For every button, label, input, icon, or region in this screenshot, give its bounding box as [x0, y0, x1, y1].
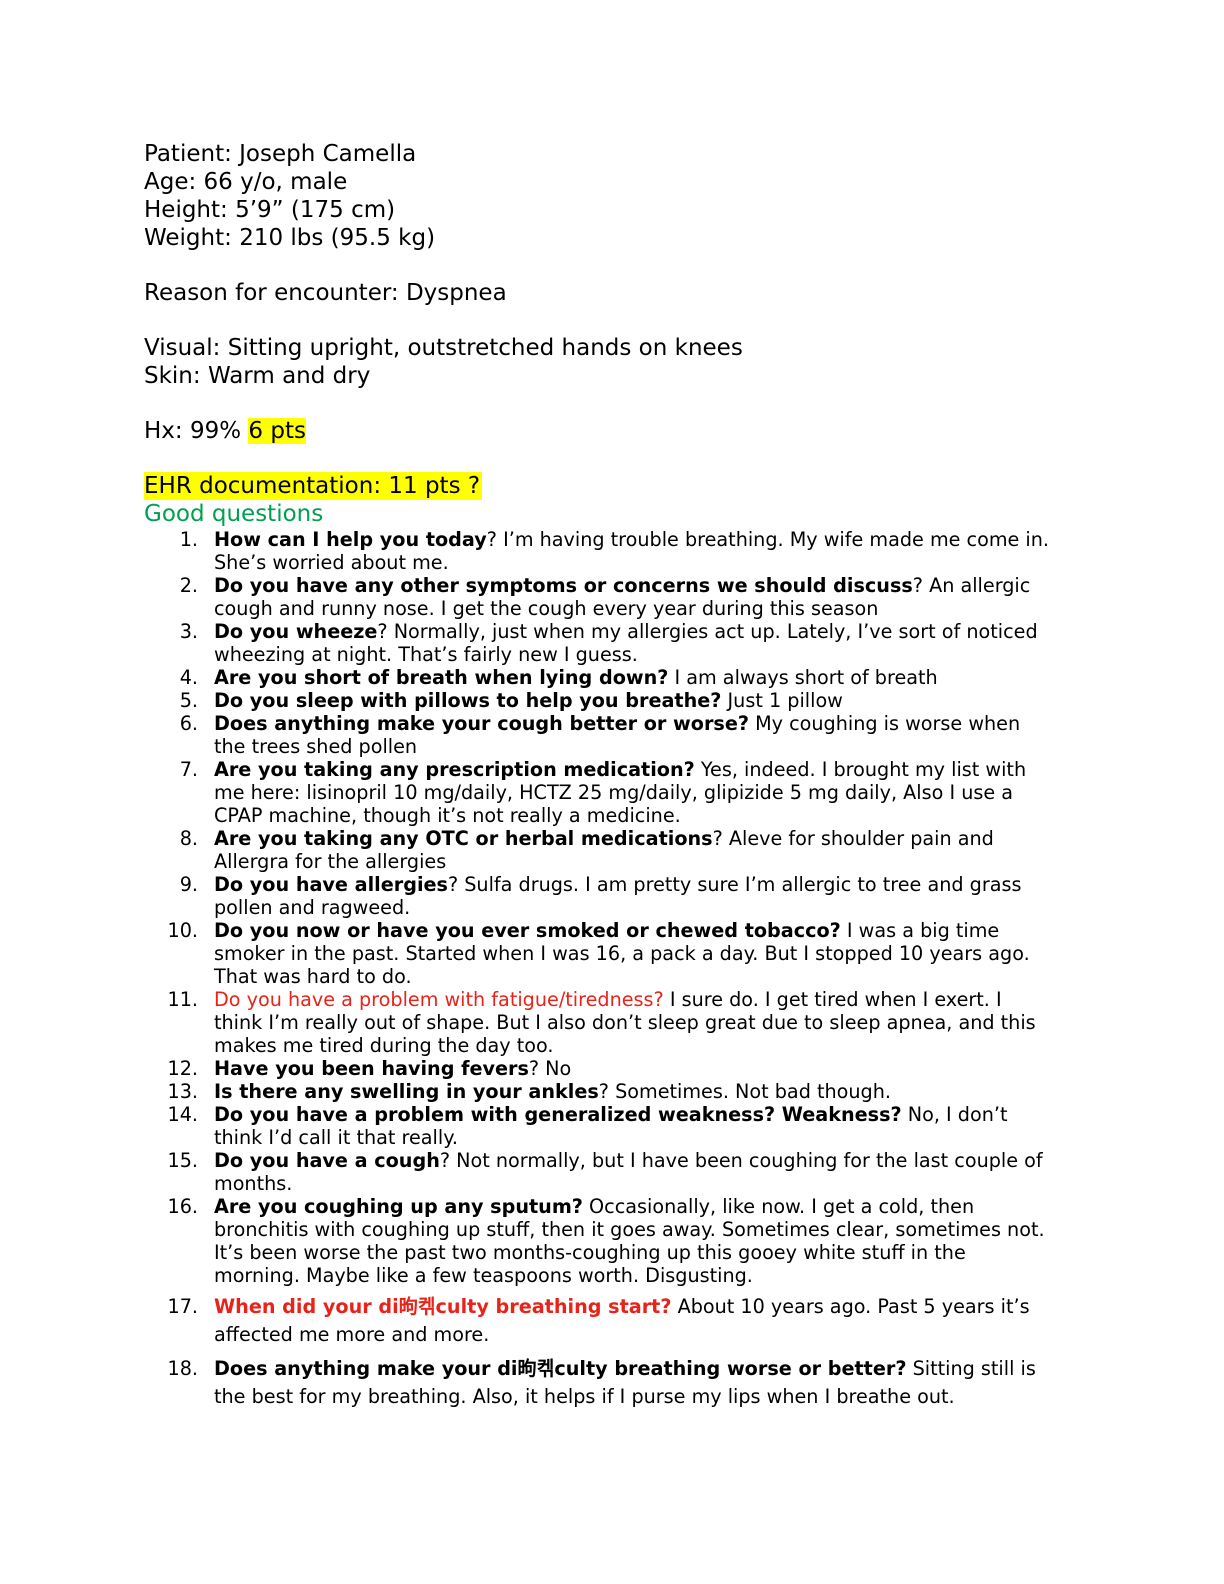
list-item: 10.Do you now or have you ever smoked or… — [167, 919, 1030, 988]
list-item: 15.Do you have a cough? Not normally, bu… — [167, 1149, 1043, 1195]
skin-observation: Skin: Warm and dry — [144, 363, 371, 389]
list-item: 5.Do you sleep with pillows to help you … — [179, 689, 843, 712]
question-list: 1.How can I help you today? I’m having t… — [144, 528, 1054, 1411]
list-item: 14.Do you have a problem with generalize… — [167, 1103, 1008, 1149]
reason-for-encounter: Reason for encounter: Dyspnea — [144, 280, 507, 306]
list-item: 4.Are you short of breath when lying dow… — [179, 666, 938, 689]
list-item: 16.Are you coughing up any sputum? Occas… — [167, 1195, 1045, 1287]
good-questions-heading: Good questions — [144, 501, 324, 527]
list-item: 13.Is there any swelling in your ankles?… — [167, 1080, 891, 1103]
list-item: 7.Are you taking any prescription medica… — [179, 758, 1027, 827]
list-item: 6.Does anything make your cough better o… — [179, 712, 1021, 758]
document-page: Patient: Joseph Camella Age: 66 y/o, mal… — [144, 140, 1054, 1411]
visual-observation: Visual: Sitting upright, outstretched ha… — [144, 335, 743, 361]
hx-label: Hx: 99% — [144, 418, 249, 444]
hx-points: 6 pts — [248, 418, 306, 444]
list-item: 9.Do you have allergies? Sulfa drugs. I … — [179, 873, 1022, 919]
list-item: 12.Have you been having fevers? No — [167, 1057, 572, 1080]
list-item: 18.Does anything make your di昫켂culty bre… — [167, 1357, 1036, 1408]
list-item: 17.When did your di昫켂culty breathing sta… — [167, 1295, 1030, 1346]
hx-score: Hx: 99% 6 pts — [144, 417, 1054, 445]
patient-weight: Weight: 210 lbs (95.5 kg) — [144, 225, 436, 251]
list-item: 1.How can I help you today? I’m having t… — [179, 528, 1050, 574]
patient-name: Patient: Joseph Camella — [144, 141, 417, 167]
list-item: 11.Do you have a problem with fatigue/ti… — [167, 988, 1036, 1057]
patient-age: Age: 66 y/o, male — [144, 169, 348, 195]
patient-height: Height: 5’9” (175 cm) — [144, 197, 396, 223]
list-item: 2.Do you have any other symptoms or conc… — [179, 574, 1031, 620]
ehr-points: EHR documentation: 11 pts ? — [144, 472, 483, 500]
list-item: 3.Do you wheeze? Normally, just when my … — [179, 620, 1038, 666]
ehr-documentation: EHR documentation: 11 pts ? — [144, 472, 1054, 500]
list-item: 8.Are you taking any OTC or herbal medic… — [179, 827, 994, 873]
